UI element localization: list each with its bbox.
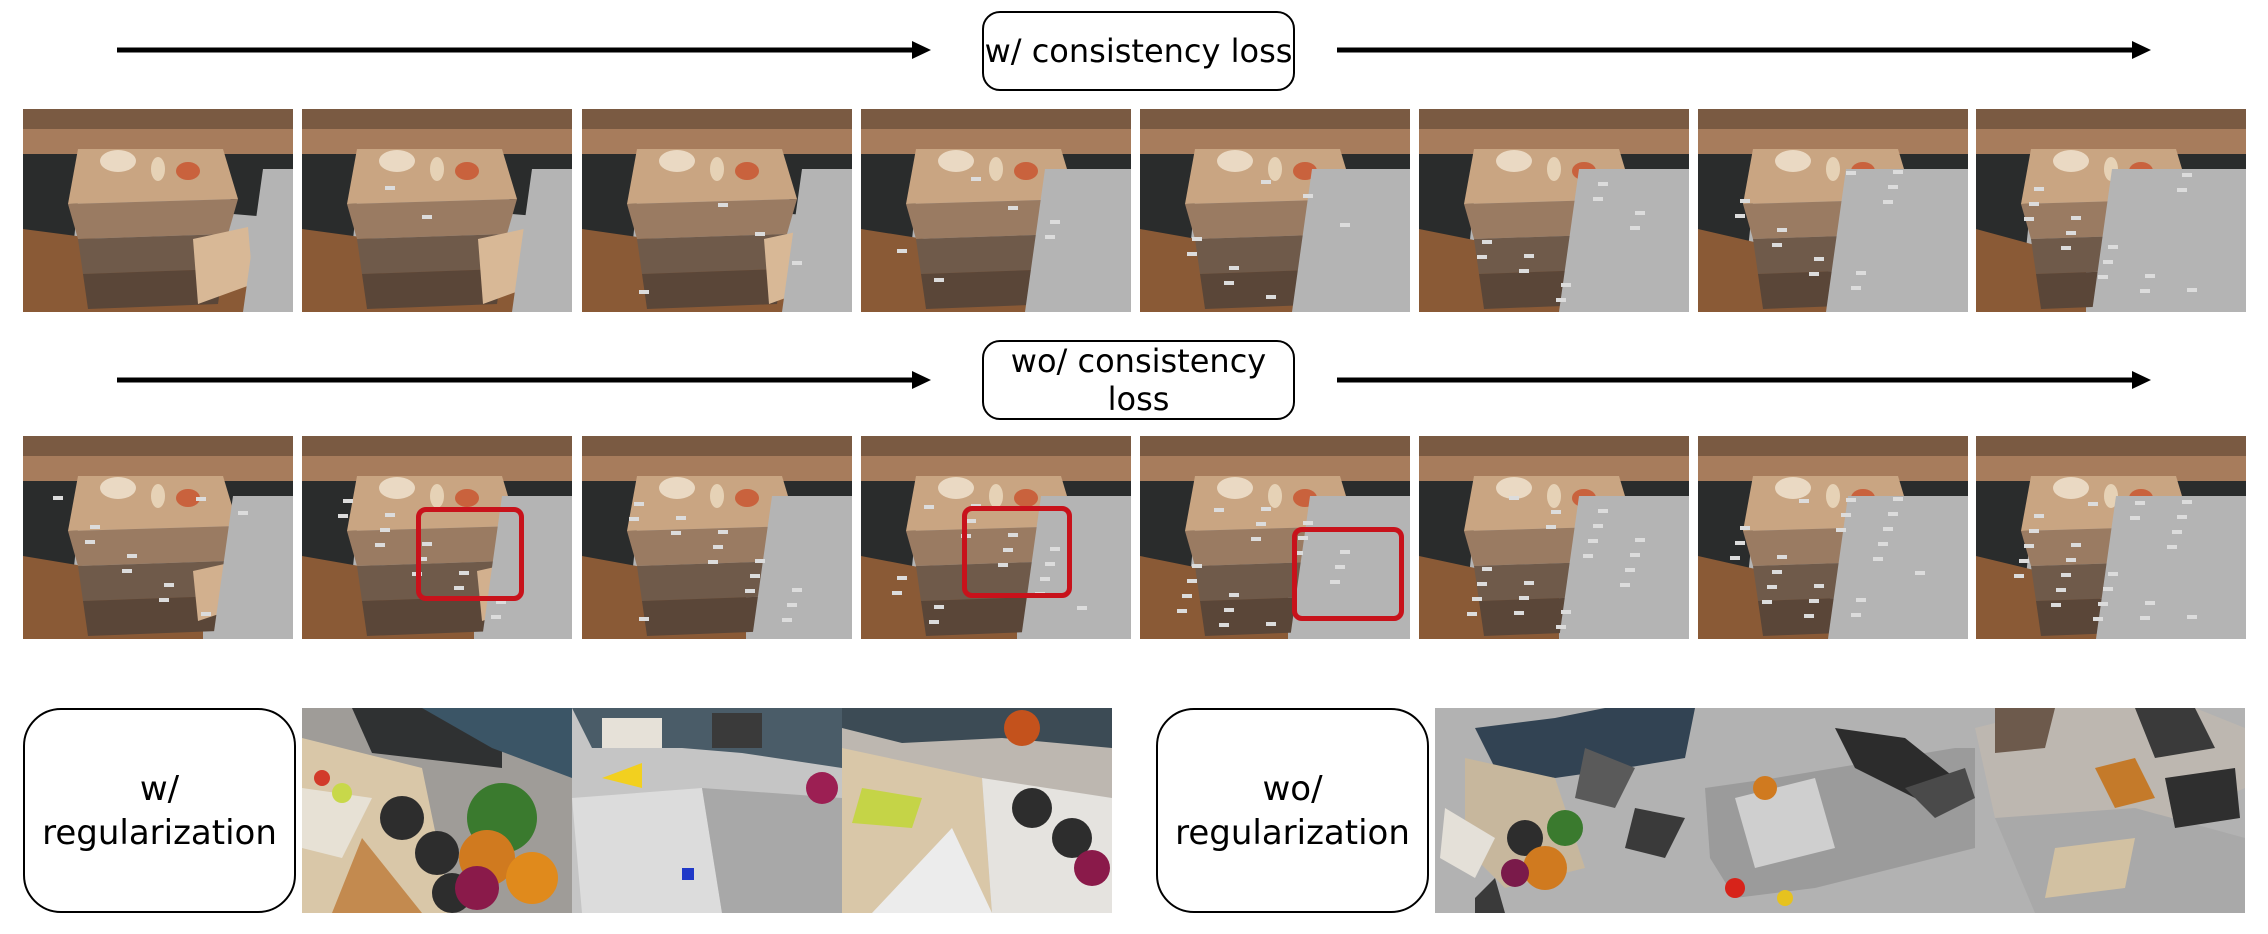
with-regularization-line1: w/ (139, 768, 180, 809)
frame-thumbnail (1976, 109, 2246, 312)
frame-render (302, 109, 572, 312)
row-2-label-text: wo/ consistency loss (1010, 342, 1267, 418)
frame-thumbnail (23, 436, 293, 639)
frame-thumbnail (1698, 109, 1968, 312)
with-regularization-line2: regularization (42, 812, 277, 853)
frame-thumbnail (1698, 436, 1968, 639)
without-regularization-label: wo/ regularization (1156, 708, 1429, 913)
arrow-right-icon (117, 371, 931, 389)
frame-render (1419, 109, 1689, 312)
kitchen-render-without-regularization (1435, 708, 2245, 913)
frame-thumbnail (1976, 436, 2246, 639)
without-regularization-line2: regularization (1175, 812, 1410, 853)
frame-thumbnail (1140, 109, 1410, 312)
frame-render (1698, 109, 1968, 312)
frame-thumbnail (1140, 436, 1410, 639)
frame-thumbnail (23, 109, 293, 312)
frame-render (1140, 109, 1410, 312)
arrow-right-icon (1337, 41, 2151, 59)
frame-thumbnail (861, 109, 1131, 312)
with-regularization-label: w/ regularization (23, 708, 296, 913)
frame-thumbnail (1419, 436, 1689, 639)
arrow-right-icon (117, 41, 931, 59)
artifact-highlight-box (962, 506, 1072, 598)
row-2-label: wo/ consistency loss (982, 340, 1295, 420)
frame-render (1698, 436, 1968, 639)
artifact-highlight-box (416, 507, 524, 601)
frame-thumbnail (582, 109, 852, 312)
frame-render (1976, 109, 2246, 312)
artifact-highlight-box (1292, 527, 1404, 621)
frame-thumbnail (861, 436, 1131, 639)
row-1-label: w/ consistency loss (982, 11, 1295, 91)
frame-render (1140, 436, 1410, 639)
frame-render (861, 436, 1131, 639)
frame-render (23, 109, 293, 312)
frame-render (582, 436, 852, 639)
frame-render (1976, 436, 2246, 639)
frame-render (861, 109, 1131, 312)
row-1-label-text: w/ consistency loss (984, 32, 1293, 70)
frame-thumbnail (1419, 109, 1689, 312)
frame-render (302, 436, 572, 639)
frame-thumbnail (582, 436, 852, 639)
frame-render (23, 436, 293, 639)
without-regularization-line1: wo/ (1262, 768, 1323, 809)
kitchen-render-with-regularization (302, 708, 1112, 913)
frame-render (1419, 436, 1689, 639)
frame-thumbnail (302, 109, 572, 312)
arrow-right-icon (1337, 371, 2151, 389)
frame-render (582, 109, 852, 312)
frame-thumbnail (302, 436, 572, 639)
